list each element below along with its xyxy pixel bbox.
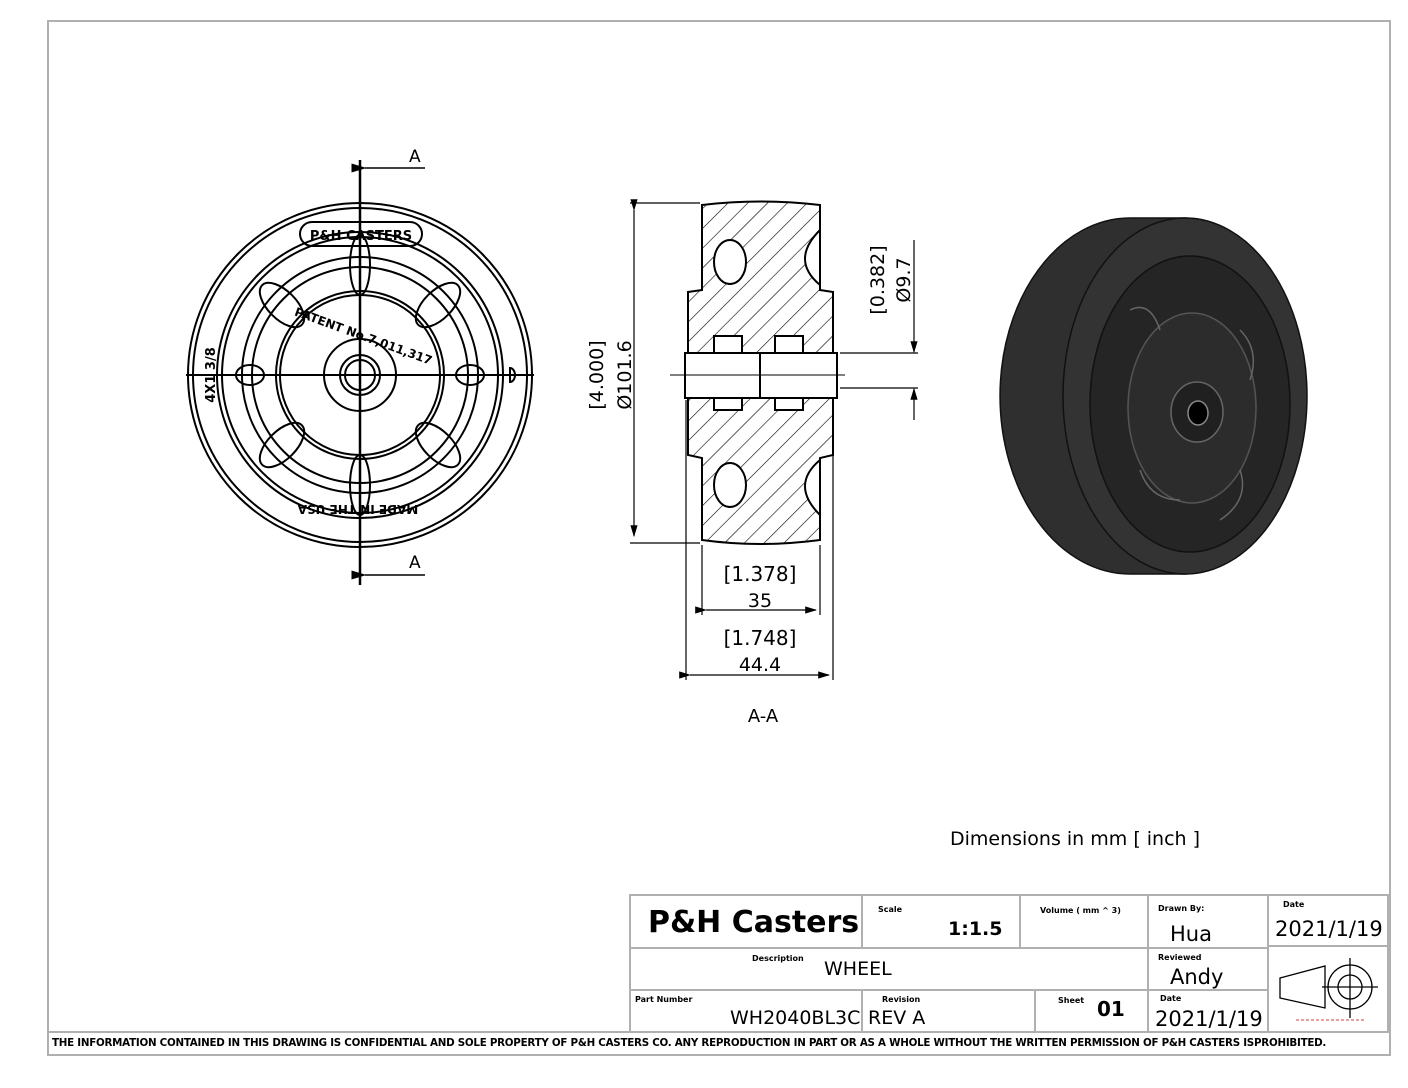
date2-label: Date [1160, 994, 1182, 1003]
description-value: WHEEL [824, 958, 892, 980]
section-label: A-A [748, 706, 779, 727]
dim-tread-mm: 35 [748, 590, 772, 612]
title-block-grid [629, 894, 1389, 1033]
front-text-left: 4X1 3/8 [204, 347, 219, 402]
date2-value: 2021/1/19 [1155, 1007, 1263, 1031]
dim-tread-in: [1.378] [724, 562, 797, 586]
dim-bore-in: [0.382] [867, 245, 889, 314]
dim-diameter-mm: Ø101.6 [614, 340, 636, 409]
front-view [186, 160, 534, 585]
isometric-wheel-view [999, 217, 1308, 575]
revision-value: REV A [868, 1007, 926, 1029]
dim-hub-mm: 44.4 [739, 654, 781, 676]
dim-diameter-in: [4.000] [586, 340, 608, 409]
drawn-by-value: Hua [1170, 922, 1212, 946]
part-number-label: Part Number [635, 995, 693, 1004]
front-text-top: P&H CASTERS [310, 229, 412, 244]
reviewed-label: Reviewed [1158, 953, 1202, 962]
projection-symbol-icon [1279, 958, 1378, 1021]
section-marker-top: A [409, 147, 421, 167]
sheet-value: 01 [1097, 997, 1125, 1021]
sheet-border [47, 20, 1391, 1056]
description-label: Description [752, 954, 804, 963]
drawn-by-label: Drawn By: [1158, 904, 1205, 913]
date-label: Date [1283, 900, 1305, 909]
volume-label: Volume ( mm ^ 3) [1040, 906, 1121, 915]
reviewed-value: Andy [1170, 965, 1224, 989]
section-view [630, 199, 918, 680]
dim-bore-mm: Ø9.7 [893, 257, 915, 302]
scale-label: Scale [878, 905, 903, 914]
units-note: Dimensions in mm [ inch ] [950, 828, 1200, 850]
company-name: P&H Casters [648, 905, 860, 940]
part-number-value: WH2040BL3C [730, 1007, 861, 1029]
date-value: 2021/1/19 [1275, 917, 1383, 941]
dim-hub-in: [1.748] [724, 626, 797, 650]
front-text-bottom: MADE IN THE USA [297, 502, 418, 516]
sheet-label: Sheet [1058, 996, 1085, 1005]
scale-value: 1:1.5 [948, 918, 1003, 940]
revision-label: Revision [882, 995, 921, 1004]
section-marker-bottom: A [409, 553, 421, 573]
confidentiality-disclaimer: THE INFORMATION CONTAINED IN THIS DRAWIN… [52, 1037, 1327, 1049]
